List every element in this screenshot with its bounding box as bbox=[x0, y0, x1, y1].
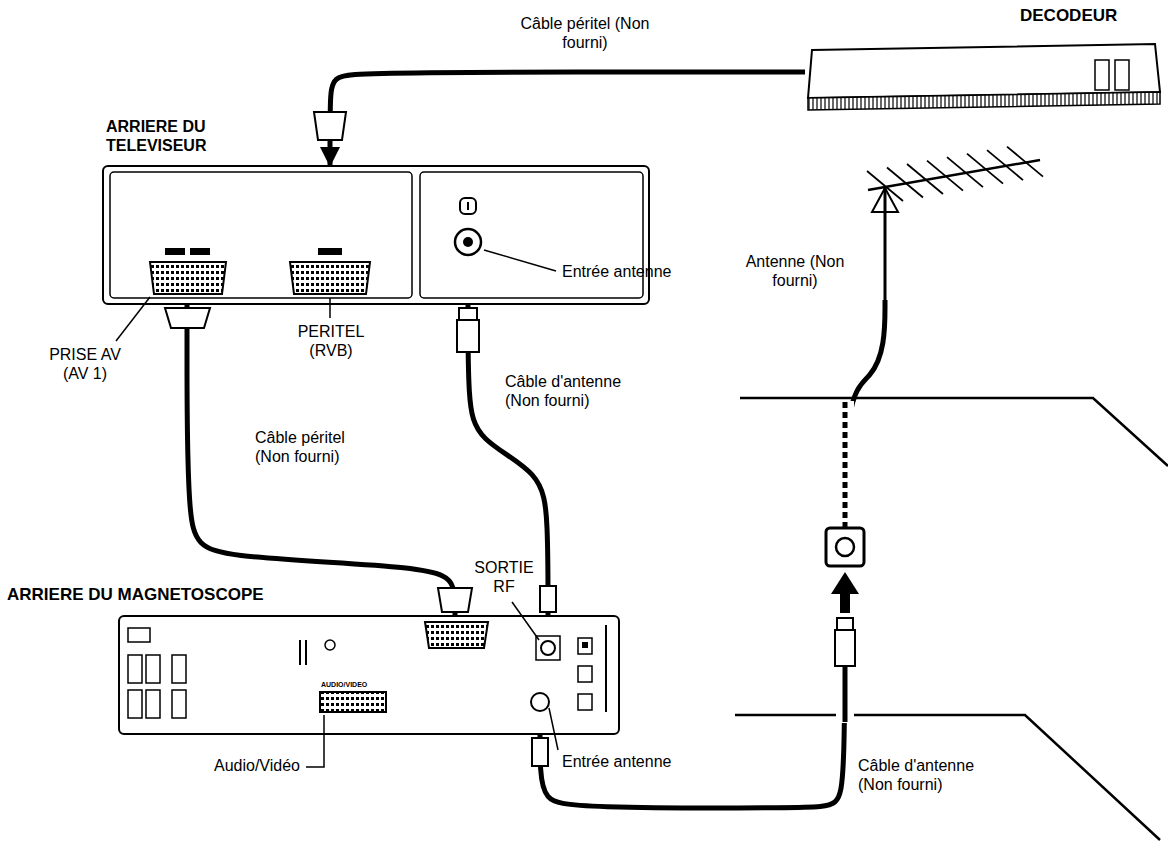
switch bbox=[578, 694, 592, 710]
wall-outlet bbox=[826, 528, 864, 566]
vent bbox=[146, 655, 160, 683]
decoder-front bbox=[808, 92, 1160, 110]
vent bbox=[172, 655, 186, 683]
tv-rear-panel: ARRIERE DU TELEVISEUR bbox=[102, 165, 650, 305]
vcr-detail bbox=[325, 640, 335, 650]
rf-out-socket bbox=[536, 636, 560, 660]
device-heading: DECODEUR bbox=[1020, 6, 1117, 26]
tv-inner-panel bbox=[110, 172, 412, 298]
device-label: Antenne (Non fourni) bbox=[745, 252, 845, 290]
wall-line bbox=[740, 398, 1168, 466]
rf-plug bbox=[837, 618, 853, 630]
scart-socket bbox=[290, 262, 370, 294]
port-label: PERITEL (RVB) bbox=[290, 322, 372, 360]
leader-line bbox=[549, 708, 558, 750]
switch bbox=[582, 642, 588, 648]
cable-label: Câble péritel (Non fourni) bbox=[520, 14, 650, 52]
rf-out-socket bbox=[541, 641, 555, 655]
vent bbox=[128, 690, 142, 718]
antenna-in-socket bbox=[531, 693, 549, 711]
antenna-boom bbox=[868, 160, 1040, 190]
port-tag bbox=[190, 248, 210, 255]
scart-socket bbox=[425, 622, 488, 648]
antenna-mast bbox=[884, 188, 887, 300]
vcr-rear-panel: ARRIERE DU MAGNETOSCOPE bbox=[118, 615, 620, 735]
vent bbox=[128, 655, 142, 683]
wall-outlet bbox=[836, 538, 854, 556]
device-heading: ARRIERE DU TELEVISEUR bbox=[106, 117, 281, 155]
antenna-socket-pin bbox=[463, 237, 473, 247]
decoder-top bbox=[808, 44, 1160, 98]
wall-line bbox=[735, 715, 1160, 840]
vent bbox=[172, 690, 186, 718]
scart-plug bbox=[438, 588, 472, 612]
rf-plug bbox=[459, 308, 477, 320]
scart-plug bbox=[165, 308, 210, 328]
decoder-button bbox=[1095, 60, 1109, 90]
port-tag bbox=[318, 248, 342, 255]
vcr-detail bbox=[305, 640, 307, 665]
leader-line bbox=[306, 715, 324, 767]
plug-arrow bbox=[831, 572, 859, 594]
port-tag bbox=[165, 248, 185, 255]
rf-plug bbox=[835, 630, 855, 666]
cable bbox=[187, 305, 455, 615]
antenna-element bbox=[1007, 147, 1043, 177]
decoder-unit: DECODEUR bbox=[805, 40, 1160, 110]
leader-line bbox=[512, 602, 539, 640]
plug-arrow bbox=[840, 593, 850, 613]
rf-plug bbox=[540, 586, 556, 612]
cable-label: Câble d'antenne (Non fourni) bbox=[858, 756, 998, 794]
cable bbox=[843, 666, 848, 722]
port-label: PRISE AV (AV 1) bbox=[45, 345, 125, 383]
scart-socket bbox=[150, 262, 226, 294]
device-heading: ARRIERE DU MAGNETOSCOPE bbox=[7, 585, 264, 605]
antenna-symbol bbox=[467, 202, 469, 210]
cable-label: Câble d'antenne (Non fourni) bbox=[505, 372, 640, 410]
antenna: Antenne (Non fourni) bbox=[745, 140, 1045, 300]
port-label: Entrée antenne bbox=[562, 262, 671, 281]
antenna-symbol bbox=[460, 198, 476, 214]
leader-line bbox=[329, 298, 331, 318]
hidden-cable bbox=[843, 402, 848, 528]
vcr-detail bbox=[128, 628, 150, 642]
vcr-detail bbox=[299, 640, 301, 665]
cable-label: Câble péritel (Non fourni) bbox=[255, 428, 375, 466]
leader-line bbox=[484, 250, 556, 271]
decoder-button bbox=[1115, 60, 1129, 90]
rf-plug bbox=[532, 738, 548, 766]
vent bbox=[146, 690, 160, 718]
port-label: SORTIE RF bbox=[474, 558, 534, 596]
panel-marking: AUDIO/VIDEO bbox=[321, 681, 367, 689]
rf-plug bbox=[457, 320, 479, 352]
scart-socket bbox=[320, 692, 386, 712]
vcr-detail bbox=[605, 625, 607, 712]
port-label: Audio/Vidéo bbox=[214, 756, 300, 775]
scart-plug bbox=[314, 112, 346, 140]
cable bbox=[330, 72, 805, 165]
switch bbox=[578, 638, 592, 654]
antenna-socket bbox=[455, 229, 481, 255]
port-label: Entrée antenne bbox=[562, 752, 671, 771]
switch bbox=[578, 666, 592, 682]
